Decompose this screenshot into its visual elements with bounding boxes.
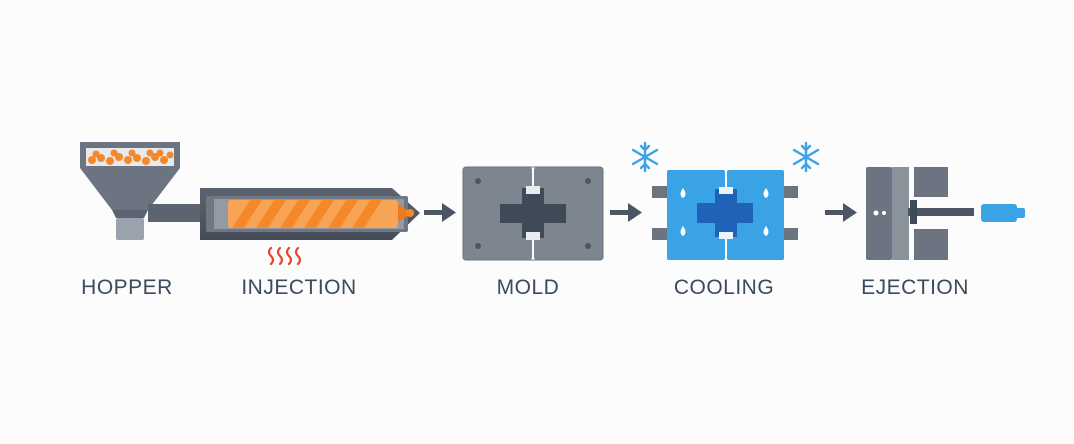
step-label-injection: INJECTION [241,276,357,299]
heat-waves-icon [267,246,302,266]
arrow-right-icon [825,203,857,222]
mold-cavity [697,189,753,237]
step-label-mold: MOLD [496,276,560,299]
water-drop-icon [680,188,769,236]
mold-cavity [500,188,566,238]
arrow-right-icon [424,203,456,222]
step-label-cooling: COOLING [673,276,775,299]
mold-icon [462,166,604,261]
cooling-mold-icon [652,170,798,260]
ejection-icon [866,167,1025,260]
snowflake-icon [792,141,820,173]
screw-flights [228,200,398,228]
step-label-ejection: EJECTION [861,276,969,299]
plastic-pellets [88,149,174,165]
step-label-hopper: HOPPER [81,276,173,299]
arrow-right-icon [610,203,642,222]
molded-part-icon [981,204,1025,222]
snowflake-icon [631,141,659,173]
injection-barrel-icon [148,188,420,240]
hopper-icon [80,142,180,240]
